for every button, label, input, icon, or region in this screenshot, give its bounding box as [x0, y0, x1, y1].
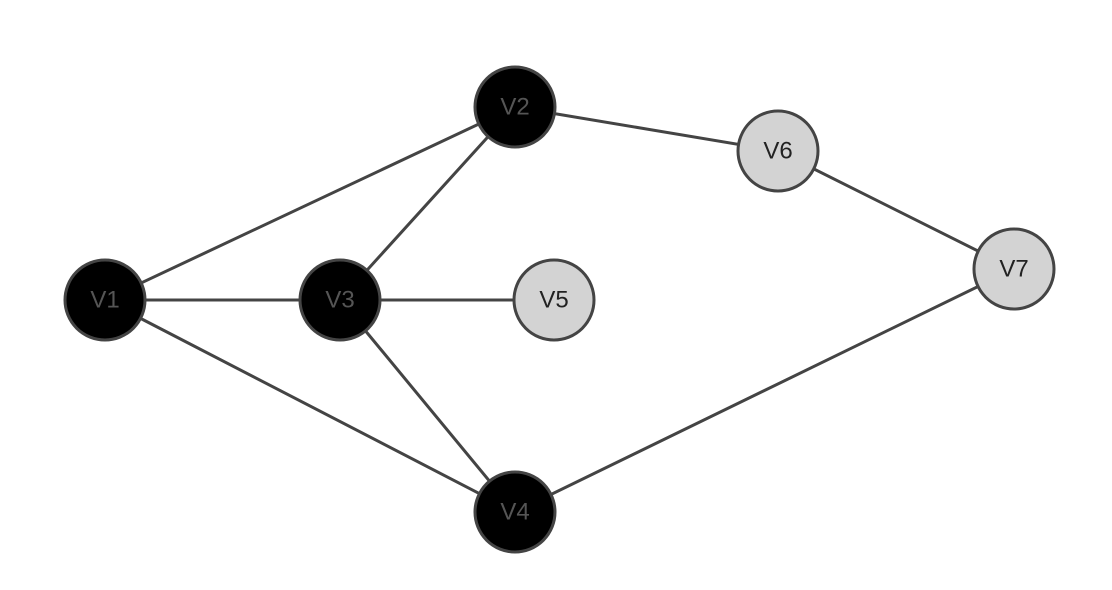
node-label-v7: V7	[999, 255, 1028, 282]
node-label-v1: V1	[90, 286, 119, 313]
node-v4[interactable]: V4	[473, 470, 557, 554]
node-circle-v3[interactable]	[298, 258, 382, 342]
node-label-v6: V6	[763, 137, 792, 164]
node-v7[interactable]: V7	[972, 227, 1056, 311]
edge-v4-v7	[513, 267, 1016, 514]
node-v2[interactable]: V2	[473, 65, 557, 149]
node-circle-v2[interactable]	[473, 65, 557, 149]
node-label-v5: V5	[539, 286, 568, 313]
edge-v1-v2	[103, 105, 517, 302]
node-label-v4: V4	[500, 498, 529, 525]
node-v5[interactable]: V5	[512, 258, 596, 342]
node-v3[interactable]: V3	[298, 258, 382, 342]
node-v1[interactable]: V1	[63, 258, 147, 342]
node-label-v3: V3	[325, 286, 354, 313]
edge-v2-v3	[338, 105, 517, 302]
edge-v2-v6	[513, 105, 780, 153]
edge-v6-v7	[776, 149, 1016, 271]
node-v6[interactable]: V6	[736, 109, 820, 193]
node-circle-v4[interactable]	[473, 470, 557, 554]
node-label-v2: V2	[500, 93, 529, 120]
edge-v1-v4	[103, 298, 517, 514]
node-circle-v1[interactable]	[63, 258, 147, 342]
node-circle-v5[interactable]	[512, 258, 596, 342]
node-circle-v7[interactable]	[972, 227, 1056, 311]
node-circle-v6[interactable]	[736, 109, 820, 193]
edge-v3-v4	[338, 298, 517, 514]
